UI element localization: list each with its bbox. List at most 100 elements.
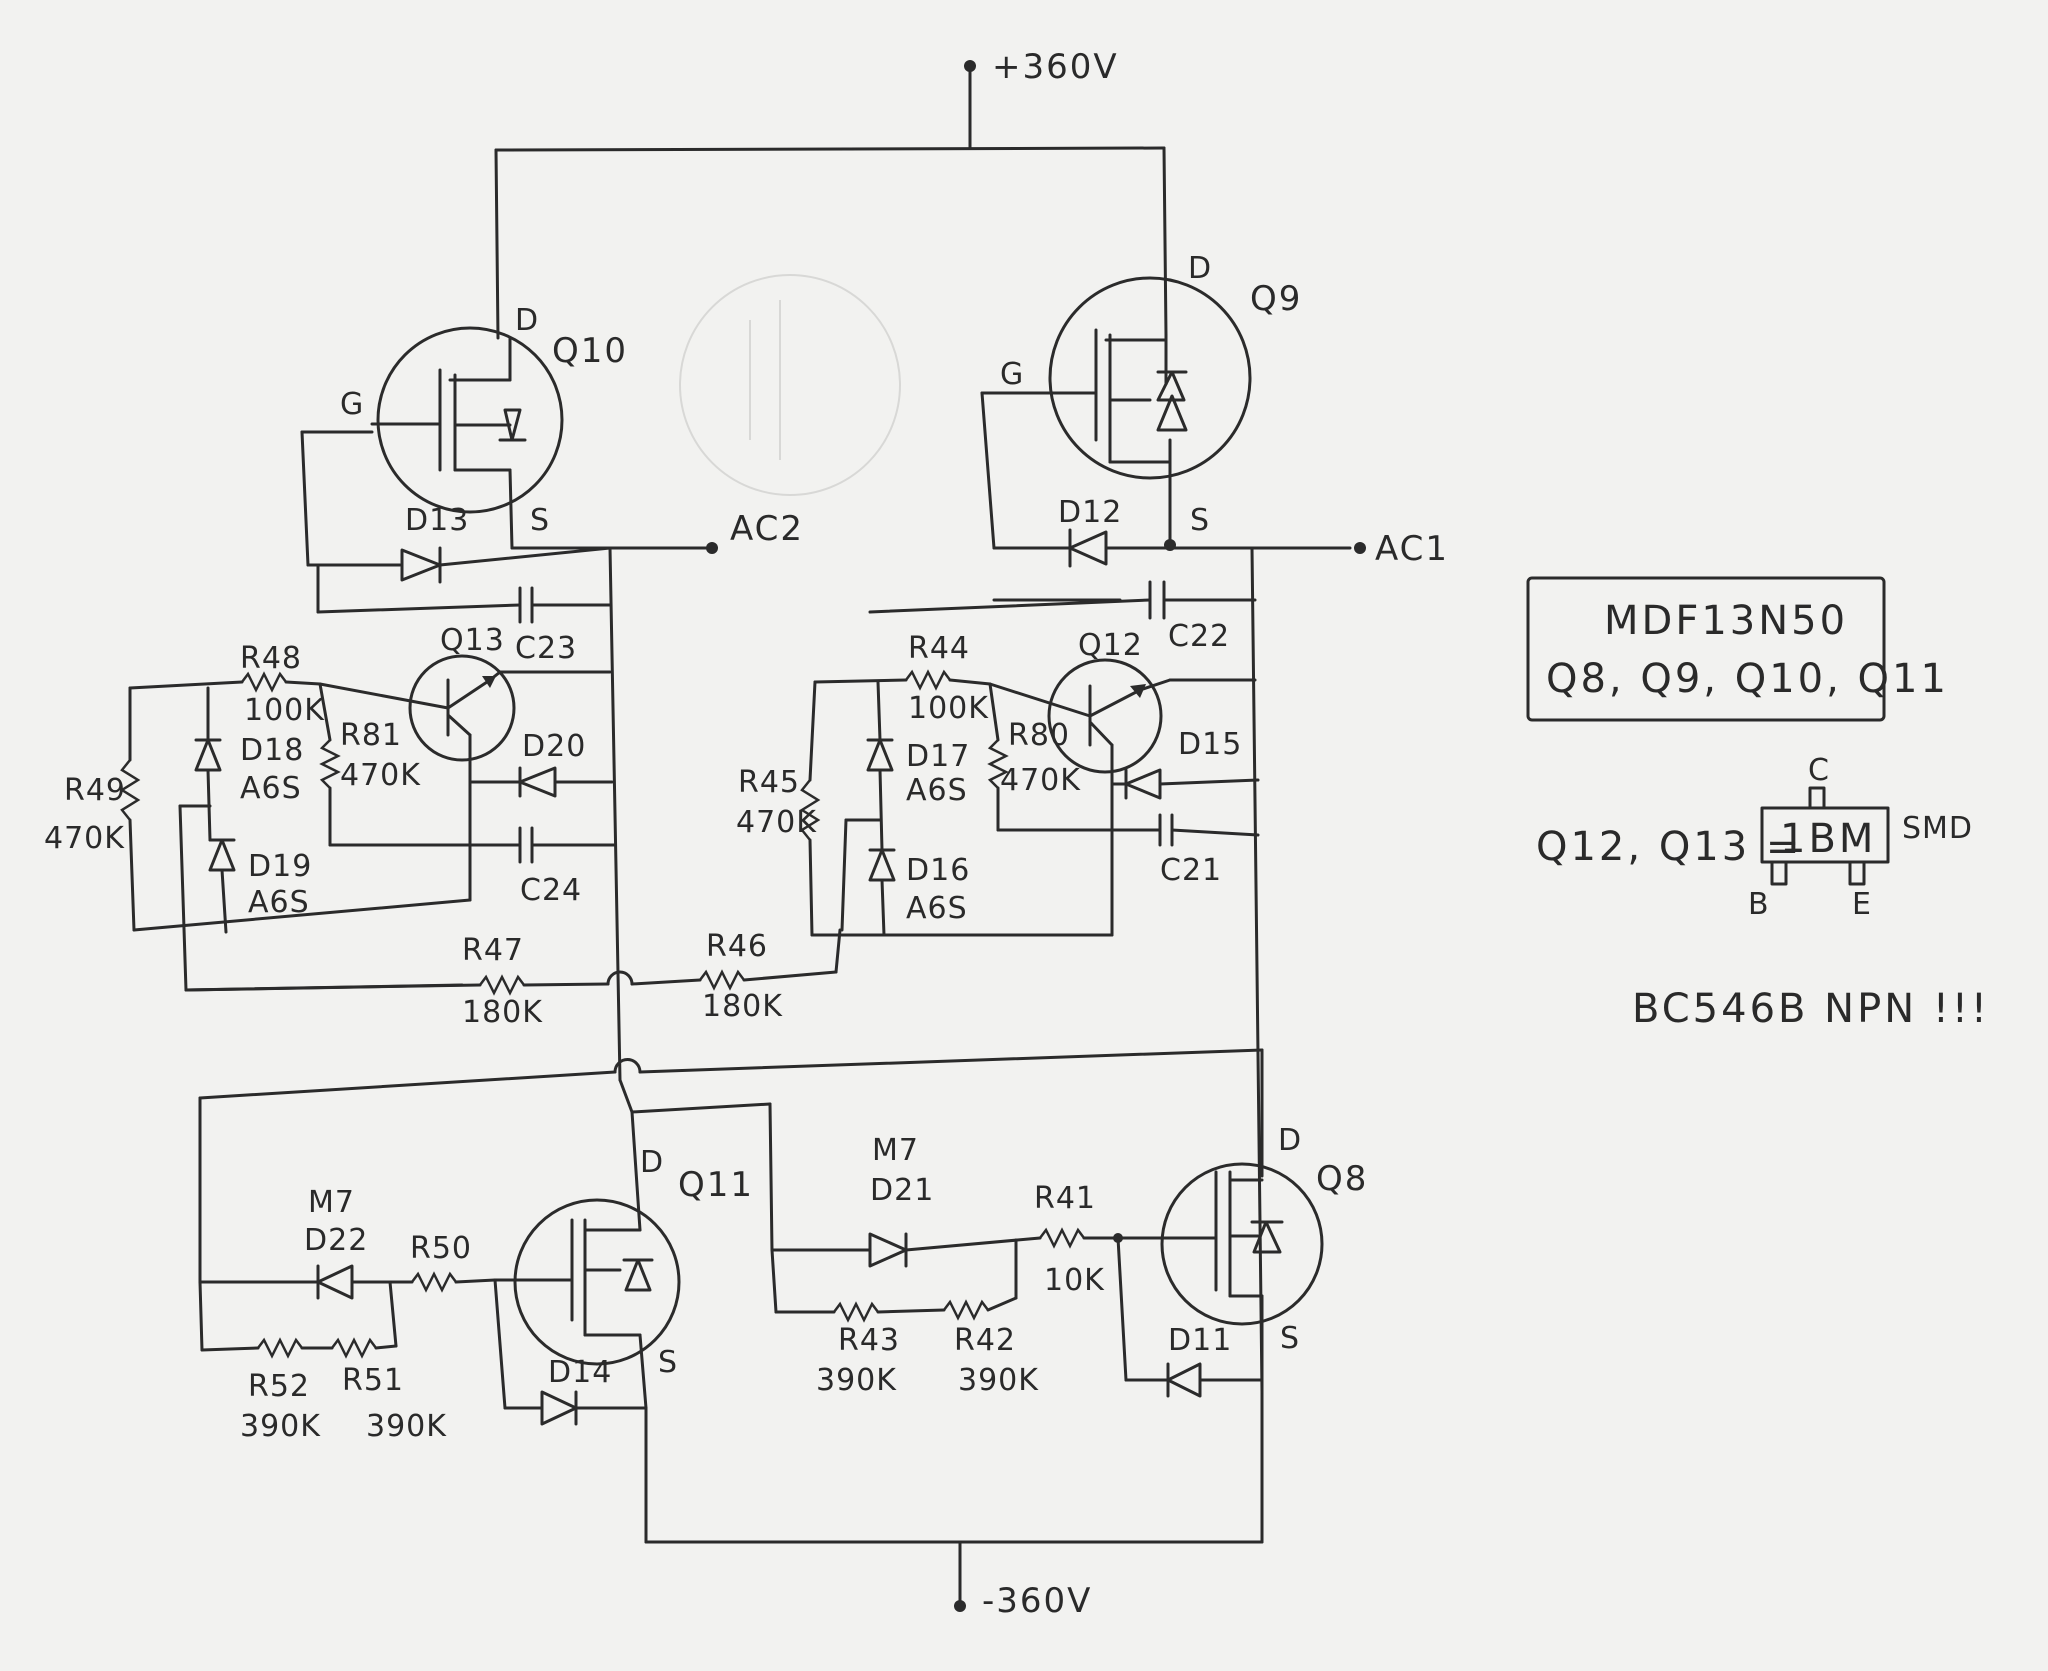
r44-label: R44 <box>908 631 970 666</box>
right-bias-network <box>799 669 1114 937</box>
r44-value: 100K <box>908 691 989 726</box>
d11-label: D11 <box>1168 1323 1232 1358</box>
bjt-prefix: Q12, Q13 = <box>1536 824 1802 870</box>
q13-label: Q13 <box>440 623 505 658</box>
mosfet-part-number: MDF13N50 <box>1604 598 1848 644</box>
q9-gate-label: G <box>1000 357 1024 392</box>
pin-c-label: C <box>1808 753 1830 788</box>
d20-label: D20 <box>522 729 586 764</box>
r49-value: 470K <box>44 821 125 856</box>
transistor-q12 <box>988 658 1257 937</box>
q9-source-label: S <box>1190 503 1210 538</box>
part-note-box <box>1526 576 1886 722</box>
d17-type: A6S <box>906 773 968 808</box>
transistor-q13 <box>318 654 612 902</box>
d11-network <box>1116 1236 1264 1398</box>
r41-label: R41 <box>1034 1181 1096 1216</box>
d22-label: D22 <box>304 1223 368 1258</box>
cross-coupling-resistors <box>184 928 842 996</box>
q8-gate-network <box>770 1227 1172 1323</box>
r52-label: R52 <box>248 1369 310 1404</box>
q11-drain-label: D <box>640 1145 664 1180</box>
r48-label: R48 <box>240 641 302 676</box>
r42-label: R42 <box>954 1323 1016 1358</box>
positive-supply-label: +360V <box>992 47 1119 87</box>
c24-label: C24 <box>520 873 582 908</box>
d16-type: A6S <box>906 891 968 926</box>
d19-type: A6S <box>248 885 310 920</box>
smd-label: SMD <box>1902 811 1973 846</box>
q9-source-network <box>980 391 1366 1394</box>
r81-value: 470K <box>340 758 421 793</box>
smd-marking: 1BM <box>1780 816 1876 862</box>
paper-ghost-marks <box>679 274 901 496</box>
r45-value: 470K <box>736 805 817 840</box>
mosfet-q10 <box>370 326 564 550</box>
r51-value: 390K <box>366 1409 447 1444</box>
q8-label: Q8 <box>1316 1159 1368 1199</box>
c21-label: C21 <box>1160 853 1222 888</box>
q9-label: Q9 <box>1250 279 1302 319</box>
r80-value: 470K <box>1000 763 1081 798</box>
c22-label: C22 <box>1168 619 1230 654</box>
d20-c24-network <box>328 766 616 864</box>
r42-value: 390K <box>958 1363 1039 1398</box>
d21-label: D21 <box>870 1173 934 1208</box>
d18-type: A6S <box>240 771 302 806</box>
crossover-wiring <box>198 1048 1264 1284</box>
mosfet-q8 <box>1160 1048 1324 1394</box>
d21-type: M7 <box>872 1133 919 1168</box>
d15-c21-network <box>996 768 1260 847</box>
d15-label: D15 <box>1178 727 1242 762</box>
q9-drain-label: D <box>1188 251 1212 286</box>
pin-e-label: E <box>1852 887 1872 922</box>
r43-label: R43 <box>838 1323 900 1358</box>
d18-label: D18 <box>240 733 304 768</box>
r46-value: 180K <box>702 989 783 1024</box>
q12-label: Q12 <box>1078 628 1143 663</box>
bjt-type: BC546B NPN !!! <box>1632 986 1990 1032</box>
r45-label: R45 <box>738 765 800 800</box>
q11-label: Q11 <box>678 1165 754 1205</box>
q10-drain-label: D <box>515 303 539 338</box>
capacitor-c22 <box>868 580 1257 620</box>
r49-label: R49 <box>64 773 126 808</box>
d16-label: D16 <box>906 853 970 888</box>
left-bias-network <box>119 671 472 992</box>
smd-package-icon <box>1760 786 1890 886</box>
q8-source-label: S <box>1280 1321 1300 1356</box>
capacitor-c23 <box>316 586 612 624</box>
d14-label: D14 <box>548 1355 612 1390</box>
q10-source-network <box>300 430 718 1082</box>
q11-gate-network <box>198 1264 648 1426</box>
r81-label: R81 <box>340 718 402 753</box>
r80-label: R80 <box>1008 718 1070 753</box>
mosfet-q11 <box>493 1110 681 1410</box>
q10-gate-label: G <box>340 387 364 422</box>
d12-label: D12 <box>1058 495 1122 530</box>
pin-b-label: B <box>1748 887 1770 922</box>
q8-drain-label: D <box>1278 1123 1302 1158</box>
r47-label: R47 <box>462 933 524 968</box>
r43-value: 390K <box>816 1363 897 1398</box>
r46-label: R46 <box>706 929 768 964</box>
ac2-label: AC2 <box>730 509 804 549</box>
r51-label: R51 <box>342 1363 404 1398</box>
r52-value: 390K <box>240 1409 321 1444</box>
mosfet-list: Q8, Q9, Q10, Q11 <box>1546 656 1949 702</box>
d17-label: D17 <box>906 739 970 774</box>
r41-value: 10K <box>1044 1263 1105 1298</box>
ac1-label: AC1 <box>1375 529 1449 569</box>
q10-source-label: S <box>530 503 550 538</box>
d19-label: D19 <box>248 849 312 884</box>
q11-source-label: S <box>658 1345 678 1380</box>
negative-supply-label: -360V <box>982 1581 1092 1621</box>
d13-label: D13 <box>405 503 469 538</box>
r48-value: 100K <box>244 693 325 728</box>
r50-label: R50 <box>410 1231 472 1266</box>
d22-type: M7 <box>308 1185 355 1220</box>
supply-rails <box>494 60 1264 1612</box>
c23-label: C23 <box>515 631 577 666</box>
q10-label: Q10 <box>552 331 628 371</box>
